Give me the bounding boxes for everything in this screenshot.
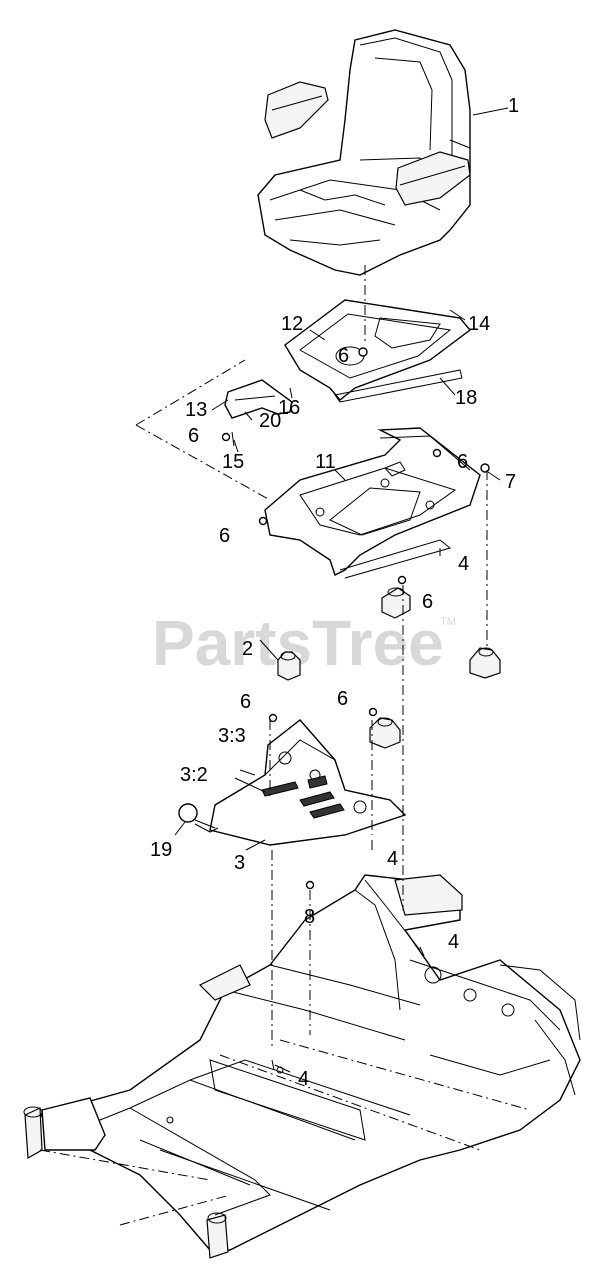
callout-6-shroud-left: 6	[240, 691, 251, 713]
callout-4-shroud: 4	[387, 848, 398, 870]
callout-18: 18	[455, 387, 477, 409]
callout-6-frame-right: 6	[457, 451, 468, 473]
callout-2: 2	[242, 638, 253, 660]
callout-6-shroud-right: 6	[337, 688, 348, 710]
callout-20: 20	[259, 410, 281, 432]
callout-3-2: 3:2	[180, 764, 208, 786]
bracket-13	[224, 379, 293, 419]
callout-13: 13	[185, 399, 207, 421]
callout-12: 12	[281, 313, 303, 335]
callout-4-chassis-right: 4	[448, 931, 459, 953]
callout-4-chassis-bottom: 4	[298, 1068, 309, 1090]
callout-7: 7	[505, 471, 516, 493]
callout-3: 3	[234, 852, 245, 874]
leader-lines	[174, 107, 509, 1073]
callout-3-3: 3:3	[218, 725, 246, 747]
isolator-mounts	[277, 587, 501, 749]
seat-subframe	[264, 427, 481, 579]
callouts: 1 12 14 6 16 18 13 6 20 15 11 6 7 6 4 6 …	[150, 95, 519, 1090]
chassis-frame	[23, 874, 581, 1259]
callout-1: 1	[508, 95, 519, 117]
callout-6-mount: 6	[422, 591, 433, 613]
callout-14: 14	[468, 313, 490, 335]
callout-6-bracket: 6	[188, 425, 199, 447]
seat	[257, 29, 471, 276]
callout-11: 11	[315, 451, 336, 473]
watermark: PartsTree TM	[152, 607, 456, 679]
callout-4-subframe: 4	[458, 553, 469, 575]
callout-16: 16	[278, 397, 300, 419]
callout-6-plate: 6	[338, 345, 349, 367]
seat-plate	[284, 299, 472, 403]
callout-6-frame-left: 6	[219, 525, 230, 547]
callout-19: 19	[150, 839, 172, 861]
assembly-lines	[39, 265, 531, 1226]
callout-8: 8	[304, 906, 315, 928]
callout-15: 15	[222, 451, 244, 473]
shroud	[178, 719, 407, 846]
watermark-trademark: TM	[440, 616, 456, 628]
